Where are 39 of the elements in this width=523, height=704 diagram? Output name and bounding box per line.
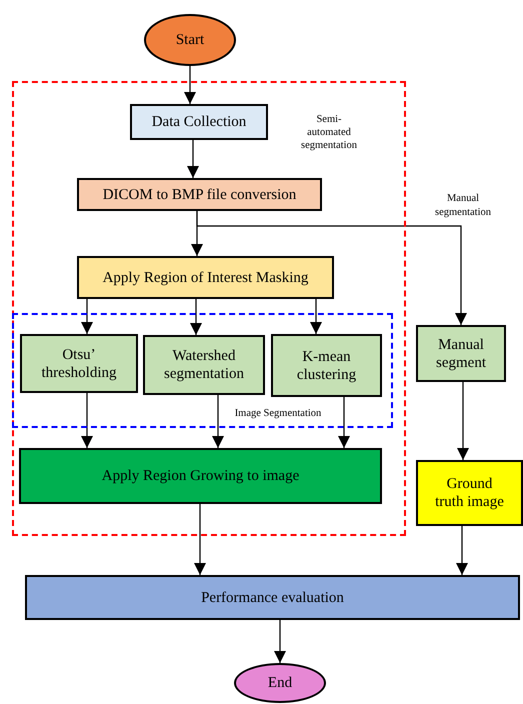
arrow xyxy=(274,620,286,663)
process-box xyxy=(20,334,138,393)
node-label: Apply Region Growing to image xyxy=(102,467,300,485)
process-box xyxy=(271,334,382,397)
arrow xyxy=(338,397,350,448)
process-box xyxy=(77,178,322,211)
process-box xyxy=(77,256,334,299)
process-box xyxy=(143,335,265,395)
group-frame xyxy=(12,81,406,536)
arrow xyxy=(81,393,93,448)
arrow xyxy=(196,211,467,325)
arrow xyxy=(212,395,224,448)
node-label: Otsu’ thresholding xyxy=(40,346,118,382)
node-label: End xyxy=(268,674,292,692)
node-label: Start xyxy=(176,32,204,48)
process-box xyxy=(416,325,506,382)
arrow xyxy=(456,526,468,575)
node-label: Manual segment xyxy=(435,336,487,372)
node-label: Watershed segmentation xyxy=(163,347,245,383)
node-label: Ground truth image xyxy=(434,475,505,511)
process-box xyxy=(416,460,523,526)
arrow xyxy=(310,299,322,334)
arrow xyxy=(187,140,199,178)
node-label: DICOM to BMP file conversion xyxy=(102,186,296,204)
arrow xyxy=(81,299,93,334)
group-label: Semi- automated segmentation xyxy=(300,113,358,152)
arrow xyxy=(457,382,469,460)
process-box xyxy=(19,448,382,504)
node-label: K-mean clustering xyxy=(296,348,358,384)
group-frame xyxy=(12,313,393,428)
arrow xyxy=(194,504,206,575)
process-box xyxy=(25,575,520,620)
node-label: Performance evaluation xyxy=(201,588,344,606)
arrow xyxy=(190,299,202,335)
process-box xyxy=(130,104,268,140)
group-label: Image Segmentation xyxy=(234,407,322,420)
node-label: Data Collection xyxy=(152,113,246,131)
arrow xyxy=(184,66,196,104)
node-label: Apply Region of Interest Masking xyxy=(102,268,308,286)
